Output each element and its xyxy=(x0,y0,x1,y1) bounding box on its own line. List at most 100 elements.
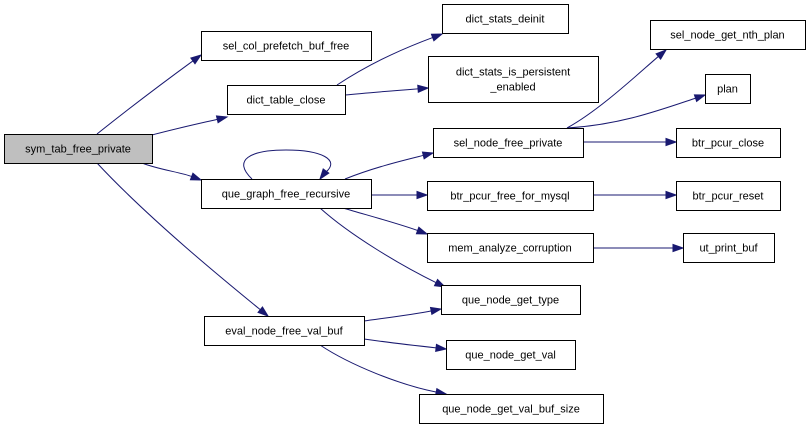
edge-que-graph-free-recursive-to-que-graph-free-recursive xyxy=(243,149,332,181)
node-plan-box[interactable] xyxy=(705,74,751,104)
node-que-node-get-val-buf-size-label: que_node_get_val_buf_size xyxy=(442,404,580,416)
edge-sym-tab-free-private-to-sel-col-prefetch-buf-free-arrowhead xyxy=(190,54,203,65)
node-sym-tab-free-private-label: sym_tab_free_private xyxy=(25,144,131,156)
nodes-layer: sym_tab_free_private sel_col_prefetch_buf… xyxy=(4,4,806,424)
edge-btr-pcur-free-for-mysql-to-btr-pcur-reset-arrowhead xyxy=(665,190,678,200)
edge-sel-node-free-private-to-btr-pcur-close-arrowhead xyxy=(665,137,678,147)
edge-eval-node-free-val-buf-to-que-node-get-type-line xyxy=(363,310,433,322)
edge-sym-tab-free-private-to-eval-node-free-val-buf-arrowhead xyxy=(257,306,270,317)
node-btr-pcur-free-for-mysql[interactable]: btr_pcur_free_for_mysql xyxy=(427,181,594,211)
edge-sel-node-free-private-to-sel-node-get-nth-plan-line xyxy=(566,55,660,129)
edge-que-graph-free-recursive-to-btr-pcur-free-for-mysql-arrowhead xyxy=(416,190,429,200)
edge-sym-tab-free-private-to-que-graph-free-recursive-line xyxy=(141,162,193,178)
node-dict-stats-deinit[interactable]: dict_stats_deinit xyxy=(442,4,569,34)
edge-dict-table-close-to-dict-stats-deinit xyxy=(336,33,444,86)
edge-sym-tab-free-private-to-eval-node-free-val-buf-line xyxy=(96,162,262,311)
node-sel-col-prefetch-buf-free[interactable]: sel_col_prefetch_buf_free xyxy=(201,31,372,61)
node-sym-tab-free-private[interactable]: sym_tab_free_private xyxy=(4,134,153,164)
node-plan-label: plan xyxy=(717,84,738,96)
edge-dict-table-close-to-dict-stats-is-persistent-enabled-line xyxy=(344,88,420,96)
edge-que-graph-free-recursive-to-que-node-get-type-line xyxy=(319,207,438,284)
edge-mem-analyze-corruption-to-ut-print-buf xyxy=(593,243,685,253)
edge-sel-node-free-private-to-sel-node-get-nth-plan xyxy=(566,49,668,129)
node-mem-analyze-corruption[interactable]: mem_analyze_corruption xyxy=(427,233,594,263)
node-eval-node-free-val-buf[interactable]: eval_node_free_val_buf xyxy=(204,316,365,346)
node-sel-node-get-nth-plan-label: sel_node_get_nth_plan xyxy=(670,30,784,42)
node-ut-print-buf-label: ut_print_buf xyxy=(699,243,758,255)
edge-sym-tab-free-private-to-sel-col-prefetch-buf-free-line xyxy=(96,59,195,135)
edge-sym-tab-free-private-to-eval-node-free-val-buf xyxy=(96,162,270,317)
edge-que-graph-free-recursive-to-mem-analyze-corruption xyxy=(342,207,429,235)
edge-que-graph-free-recursive-to-btr-pcur-free-for-mysql xyxy=(371,190,429,200)
edge-dict-table-close-to-dict-stats-deinit-arrowhead xyxy=(430,33,444,42)
edge-sym-tab-free-private-to-que-graph-free-recursive-arrowhead xyxy=(189,172,203,181)
edge-que-graph-free-recursive-to-que-graph-free-recursive-line xyxy=(243,149,332,180)
node-btr-pcur-reset[interactable]: btr_pcur_reset xyxy=(676,181,781,211)
node-sel-node-free-private-label: sel_node_free_private xyxy=(454,138,563,150)
node-que-node-get-val-buf-size[interactable]: que_node_get_val_buf_size xyxy=(419,394,604,424)
node-que-node-get-val-box[interactable] xyxy=(446,340,576,370)
node-sel-node-free-private-box[interactable] xyxy=(433,128,584,158)
edge-sym-tab-free-private-to-que-graph-free-recursive xyxy=(141,162,203,181)
node-plan[interactable]: plan xyxy=(705,74,751,104)
node-dict-stats-deinit-label: dict_stats_deinit xyxy=(466,14,545,26)
edge-sym-tab-free-private-to-sel-col-prefetch-buf-free xyxy=(96,54,203,135)
edges-layer xyxy=(96,33,707,397)
edge-eval-node-free-val-buf-to-que-node-get-type-arrowhead xyxy=(429,306,443,316)
edge-sel-node-free-private-to-plan-arrowhead xyxy=(693,94,707,103)
node-ut-print-buf[interactable]: ut_print_buf xyxy=(683,233,775,263)
edge-eval-node-free-val-buf-to-que-node-get-val-arrowhead xyxy=(435,343,448,353)
node-sel-node-free-private[interactable]: sel_node_free_private xyxy=(433,128,584,158)
node-eval-node-free-val-buf-label: eval_node_free_val_buf xyxy=(225,326,343,338)
node-btr-pcur-close-label: btr_pcur_close xyxy=(692,138,764,150)
edge-sel-node-free-private-to-btr-pcur-close xyxy=(583,137,678,147)
node-dict-stats-deinit-box[interactable] xyxy=(442,4,569,34)
node-dict-table-close-box[interactable] xyxy=(227,85,346,115)
node-dict-table-close-label: dict_table_close xyxy=(247,95,326,107)
node-eval-node-free-val-buf-box[interactable] xyxy=(204,316,365,346)
edge-sel-node-free-private-to-sel-node-get-nth-plan-arrowhead xyxy=(655,49,668,60)
node-sel-col-prefetch-buf-free-label: sel_col_prefetch_buf_free xyxy=(223,41,350,53)
node-btr-pcur-reset-label: btr_pcur_reset xyxy=(693,191,764,203)
node-mem-analyze-corruption-box[interactable] xyxy=(427,233,594,263)
node-que-graph-free-recursive-label: que_graph_free_recursive xyxy=(222,189,350,201)
edge-dict-table-close-to-dict-stats-deinit-line xyxy=(336,36,434,86)
node-que-node-get-val[interactable]: que_node_get_val xyxy=(446,340,576,370)
node-que-graph-free-recursive-box[interactable] xyxy=(201,179,372,209)
edge-eval-node-free-val-buf-to-que-node-get-val-buf-size xyxy=(319,344,448,397)
edge-mem-analyze-corruption-to-ut-print-buf-arrowhead xyxy=(672,243,685,253)
edge-que-graph-free-recursive-to-que-graph-free-recursive-arrowhead xyxy=(319,168,330,181)
node-dict-stats-is-persistent-enabled[interactable]: dict_stats_is_persistent_enabled xyxy=(428,56,599,103)
node-que-node-get-val-label: que_node_get_val xyxy=(465,350,556,362)
node-ut-print-buf-box[interactable] xyxy=(683,233,775,263)
node-sel-col-prefetch-buf-free-box[interactable] xyxy=(201,31,372,61)
edge-sym-tab-free-private-to-dict-table-close xyxy=(151,115,229,136)
edge-eval-node-free-val-buf-to-que-node-get-type xyxy=(363,306,443,322)
edge-sel-node-free-private-to-plan-line xyxy=(566,97,697,129)
node-dict-table-close[interactable]: dict_table_close xyxy=(227,85,346,115)
node-btr-pcur-reset-box[interactable] xyxy=(676,181,781,211)
edge-dict-table-close-to-dict-stats-is-persistent-enabled-arrowhead xyxy=(417,84,430,94)
edge-sym-tab-free-private-to-dict-table-close-arrowhead xyxy=(215,115,229,124)
node-sym-tab-free-private-box[interactable] xyxy=(4,134,153,164)
node-btr-pcur-close[interactable]: btr_pcur_close xyxy=(676,128,781,158)
edge-que-graph-free-recursive-to-sel-node-free-private xyxy=(344,151,435,180)
edge-que-graph-free-recursive-to-mem-analyze-corruption-line xyxy=(342,207,419,232)
node-que-node-get-type-box[interactable] xyxy=(441,285,581,315)
node-que-graph-free-recursive[interactable]: que_graph_free_recursive xyxy=(201,179,372,209)
edge-sel-node-free-private-to-plan xyxy=(566,94,707,129)
node-sel-node-get-nth-plan-box[interactable] xyxy=(650,20,806,50)
node-que-node-get-type[interactable]: que_node_get_type xyxy=(441,285,581,315)
node-btr-pcur-free-for-mysql-box[interactable] xyxy=(427,181,594,211)
edge-dict-table-close-to-dict-stats-is-persistent-enabled xyxy=(344,84,430,96)
node-btr-pcur-close-box[interactable] xyxy=(676,128,781,158)
edge-eval-node-free-val-buf-to-que-node-get-val-line xyxy=(363,338,438,349)
edge-eval-node-free-val-buf-to-que-node-get-val-buf-size-line xyxy=(319,344,438,393)
edge-que-graph-free-recursive-to-sel-node-free-private-arrowhead xyxy=(421,151,435,160)
node-sel-node-get-nth-plan[interactable]: sel_node_get_nth_plan xyxy=(650,20,806,50)
node-que-node-get-val-buf-size-box[interactable] xyxy=(419,394,604,424)
node-dict-stats-is-persistent-enabled-label-line-2: _enabled xyxy=(489,82,535,94)
node-dict-stats-is-persistent-enabled-box[interactable] xyxy=(428,56,599,103)
edge-que-graph-free-recursive-to-sel-node-free-private-line xyxy=(344,154,425,180)
